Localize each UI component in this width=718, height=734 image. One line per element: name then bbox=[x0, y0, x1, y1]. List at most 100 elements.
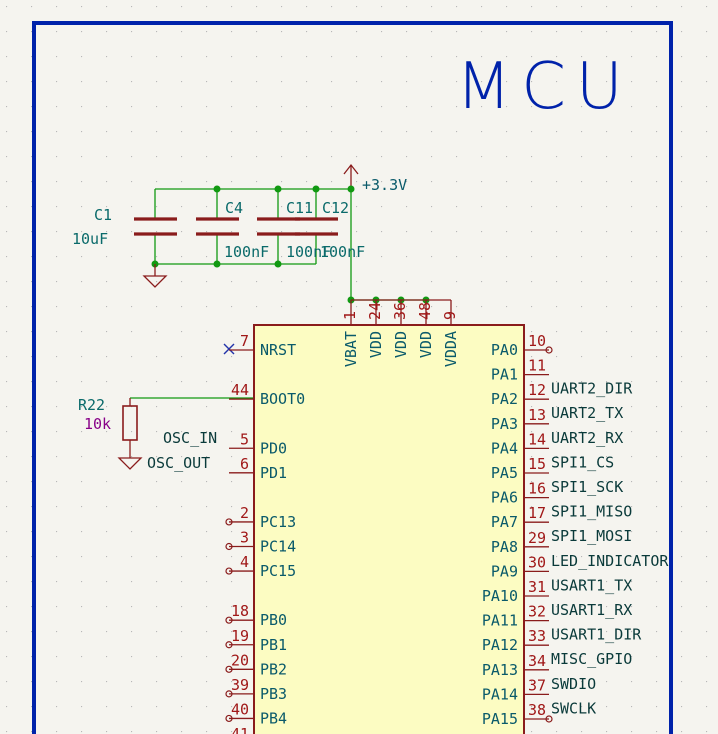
mcu-pin-name: PB0 bbox=[260, 611, 287, 629]
mcu-pin-number: 33 bbox=[528, 627, 546, 645]
net-label[interactable]: SPI1_CS bbox=[551, 453, 614, 471]
capacitor-ref: C4 bbox=[225, 199, 243, 217]
mcu-pin-name: PA12 bbox=[482, 636, 518, 654]
mcu-pin-name: NRST bbox=[260, 341, 296, 359]
mcu-pin-number: 20 bbox=[231, 651, 249, 669]
mcu-pin-number: 44 bbox=[231, 381, 249, 399]
mcu-pin-number: 4 bbox=[240, 553, 249, 571]
mcu-pin-name: PA13 bbox=[482, 661, 518, 679]
mcu-pin-number: 10 bbox=[528, 332, 546, 350]
mcu-pin-number: 3 bbox=[240, 529, 249, 547]
mcu-pin-name: PB4 bbox=[260, 709, 287, 727]
mcu-pin-number: 29 bbox=[528, 529, 546, 547]
mcu-pin-number: 16 bbox=[528, 480, 546, 498]
power-symbol-3v3[interactable]: +3.3V bbox=[343, 163, 407, 194]
mcu-pin-number: 5 bbox=[240, 430, 249, 448]
mcu-pin-name: PA8 bbox=[491, 538, 518, 556]
resistor-ref: R22 bbox=[78, 396, 105, 414]
net-label[interactable]: UART2_TX bbox=[551, 404, 623, 422]
net-label-osc-out[interactable]: OSC_OUT bbox=[147, 454, 210, 472]
capacitor-value: 100nF bbox=[286, 243, 331, 261]
mcu-pin-name: PA14 bbox=[482, 685, 518, 703]
mcu-pin-name: PD0 bbox=[260, 439, 287, 457]
mcu-pin-number: 38 bbox=[528, 701, 546, 719]
mcu-body[interactable] bbox=[253, 324, 525, 734]
mcu-pin-name: PA15 bbox=[482, 710, 518, 728]
mcu-pin-number: 32 bbox=[528, 603, 546, 621]
mcu-pin-name: VDD bbox=[392, 331, 410, 358]
mcu-pin-name: PB3 bbox=[260, 685, 287, 703]
resistor-r22[interactable]: R22 10k bbox=[78, 396, 254, 470]
ground-symbol[interactable] bbox=[142, 264, 168, 288]
mcu-pin-name: PC13 bbox=[260, 513, 296, 531]
mcu-pin-number: 39 bbox=[231, 676, 249, 694]
mcu-pin-number: 17 bbox=[528, 504, 546, 522]
mcu-pin-number: 18 bbox=[231, 602, 249, 620]
mcu-pin-name: VDD bbox=[417, 331, 435, 358]
resistor-value: 10k bbox=[84, 415, 111, 433]
pin-end-circle bbox=[225, 665, 233, 673]
net-label[interactable]: SWCLK bbox=[551, 699, 596, 717]
mcu-pin-number: 24 bbox=[366, 302, 384, 320]
net-label[interactable]: LED_INDICATOR bbox=[551, 552, 669, 570]
net-label[interactable]: USART1_TX bbox=[551, 576, 632, 594]
mcu-pin-name: PB1 bbox=[260, 636, 287, 654]
sheet-border[interactable] bbox=[32, 21, 673, 734]
mcu-pin-name: PA2 bbox=[491, 390, 518, 408]
mcu-pin-number: 6 bbox=[240, 455, 249, 473]
capacitor-c4[interactable]: C4 100nF bbox=[196, 199, 269, 261]
mcu-pin-number: 31 bbox=[528, 578, 546, 596]
pin-end-circle bbox=[225, 567, 233, 575]
mcu-pin-name: PA9 bbox=[491, 562, 518, 580]
capacitor-ref: C1 bbox=[94, 206, 112, 224]
pin-end-circle bbox=[225, 690, 233, 698]
mcu-pin-number: 19 bbox=[231, 627, 249, 645]
mcu-pin-name: PC15 bbox=[260, 562, 296, 580]
net-label[interactable]: USART1_DIR bbox=[551, 626, 642, 644]
mcu-pin-name: PA5 bbox=[491, 464, 518, 482]
capacitor-c1[interactable]: C1 10uF bbox=[72, 206, 177, 248]
capacitor-c12[interactable]: C12 100nF bbox=[295, 199, 365, 261]
net-label[interactable]: MISC_GPIO bbox=[551, 650, 632, 668]
pin-end-circle bbox=[225, 714, 233, 723]
net-label[interactable]: UART2_RX bbox=[551, 429, 623, 447]
mcu-pin-number: 2 bbox=[240, 504, 249, 522]
power-label: +3.3V bbox=[362, 176, 407, 194]
mcu-pin-number: 30 bbox=[528, 553, 546, 571]
capacitor-value: 100nF bbox=[320, 243, 365, 261]
net-label[interactable]: SWDIO bbox=[551, 675, 596, 693]
capacitor-value: 10uF bbox=[72, 230, 108, 248]
ground-symbol bbox=[117, 457, 143, 470]
capacitor-c11[interactable]: C11 100nF bbox=[257, 199, 331, 261]
mcu-pin-number: 34 bbox=[528, 652, 546, 670]
mcu-pin-number: 13 bbox=[528, 406, 546, 424]
net-label[interactable]: SPI1_MISO bbox=[551, 503, 632, 521]
mcu-pin-name: PA11 bbox=[482, 612, 518, 630]
net-label[interactable]: USART1_RX bbox=[551, 601, 632, 619]
net-label[interactable]: SPI1_MOSI bbox=[551, 527, 632, 545]
mcu-pin-name: VDDA bbox=[442, 331, 460, 367]
mcu-pin-number: 1 bbox=[341, 311, 359, 320]
mcu-pin-name: VDD bbox=[367, 331, 385, 358]
mcu-pin-number: 12 bbox=[528, 381, 546, 399]
capacitor-value: 100nF bbox=[224, 243, 269, 261]
mcu-pin-number: 15 bbox=[528, 455, 546, 473]
mcu-pin-number: 14 bbox=[528, 430, 546, 448]
mcu-pin-number: 36 bbox=[391, 302, 409, 320]
pin-end-circle bbox=[545, 346, 553, 354]
pin-end-circle bbox=[225, 518, 233, 526]
net-label-osc-in[interactable]: OSC_IN bbox=[163, 429, 217, 447]
mcu-pin-number: 11 bbox=[528, 357, 546, 375]
sheet-title: MCU bbox=[456, 50, 633, 124]
no-connect-flag bbox=[223, 343, 235, 355]
pin-end-circle bbox=[225, 641, 233, 649]
pin-end-circle bbox=[225, 542, 233, 551]
mcu-pin-name: PB2 bbox=[260, 660, 287, 678]
mcu-pin-name: PA1 bbox=[491, 366, 518, 384]
pin-end-circle bbox=[545, 715, 553, 723]
net-label[interactable]: SPI1_SCK bbox=[551, 478, 623, 496]
net-label[interactable]: UART2_DIR bbox=[551, 380, 633, 398]
mcu-pin-name: PD1 bbox=[260, 464, 287, 482]
mcu-pin-name: PA6 bbox=[491, 489, 518, 507]
